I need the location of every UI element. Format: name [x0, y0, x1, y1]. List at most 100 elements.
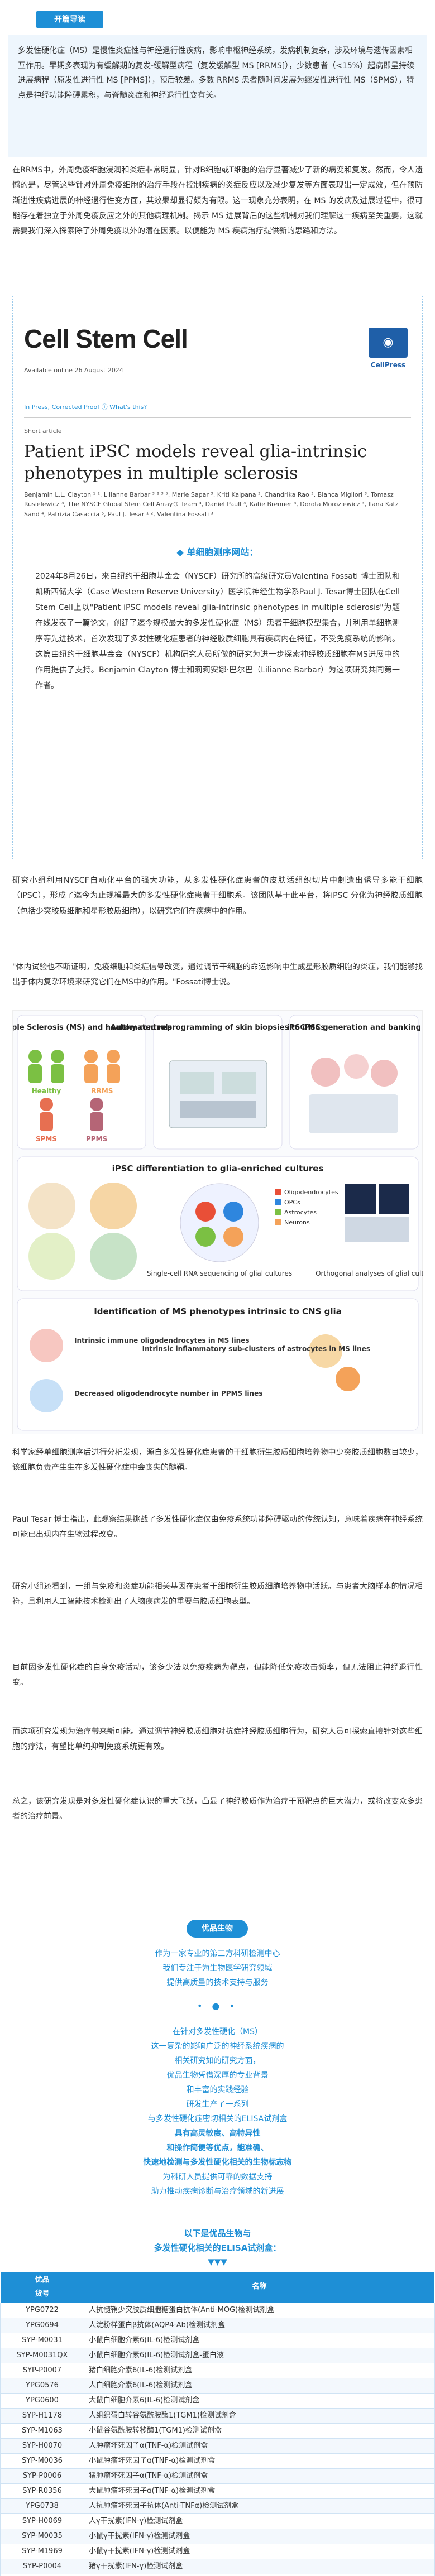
product-code: YPG0694 — [0, 2318, 84, 2333]
product-name: 大鼠肿瘤坏死因子α(TNF-α)检测试剂盒 — [84, 2483, 435, 2499]
product-name: 小鼠白细胞介素6(IL-6)检测试剂盒 — [84, 2333, 435, 2348]
sponsor-line: 这一复杂的影响广泛的神经系统疾病的 — [151, 2042, 284, 2051]
graphical-abstract: Multiple Sclerosis (MS) and healthy cont… — [12, 1010, 423, 1434]
scrna-caption: Single-cell RNA sequencing of glial cult… — [147, 1270, 292, 1277]
svg-text:OPCs: OPCs — [284, 1199, 300, 1206]
cell-legend: Oligodendrocytes OPCs Astrocytes Neurons — [275, 1189, 338, 1226]
product-code: SYP-P0004 — [0, 2559, 84, 2574]
ortho-caption: Orthogonal analyses of glial cultures — [316, 1270, 423, 1277]
sponsor-line: 优品生物凭借深厚的专业背景 — [166, 2071, 269, 2080]
in-press-link[interactable]: In Press, Corrected Proof ⓘ What's this? — [24, 403, 147, 411]
body-paragraph: 研究小组利用NYSCF自动化平台的强大功能，从多发性硬化症患者的皮肤活组织切片中… — [12, 876, 423, 916]
sponsor-line: 在针对多发性硬化（MS） — [173, 2027, 262, 2036]
svg-text:Astrocytes: Astrocytes — [284, 1209, 317, 1216]
intro-paragraph: 多发性硬化症（MS）是慢性炎症性与神经退行性疾病，影响中枢神经系统，发病机制复杂… — [18, 46, 415, 100]
body-paragraph: Paul Tesar 博士指出，此观察结果挑战了多发性硬化症仅由免疫系统功能障碍… — [12, 1515, 423, 1540]
dot-divider: • ● • — [197, 2001, 238, 2011]
ortho-images — [345, 1184, 409, 1242]
result-2: Decreased oligodendrocyte number in PPMS… — [74, 1390, 262, 1397]
article-type: Short article — [24, 427, 62, 435]
arrow-icons: ▼▼▼ — [208, 2257, 227, 2267]
panel-5-title: Identification of MS phenotypes intrinsi… — [94, 1306, 342, 1316]
product-code: YPG0722 — [0, 2303, 84, 2318]
body-paragraph: 总之，该研究发现是对多发性硬化症认识的重大飞跃，凸显了神经胶质作为治疗干预靶点的… — [12, 1797, 423, 1822]
product-name: 大鼠γ干扰素(IFN-γ)检测试剂盒 — [84, 2574, 435, 2576]
culture-dishes — [28, 1183, 137, 1280]
paper-header: Cell Stem Cell Available online 26 Augus… — [13, 296, 422, 397]
product-code: SYP-H0070 — [0, 2438, 84, 2454]
product-name: 猪白细胞介素6(IL-6)检测试剂盒 — [84, 2363, 435, 2378]
product-code: SYP-M0036 — [0, 2453, 84, 2469]
product-name: 人抗肿瘤坏死因子抗体(Anti-TNFα)检测试剂盒 — [84, 2498, 435, 2514]
available-date: Available online 26 August 2024 — [24, 367, 123, 374]
sponsor-line: 和操作简便等优点，能准确、 — [166, 2144, 269, 2152]
product-name: 人肿瘤坏死因子α(TNF-α)检测试剂盒 — [84, 2438, 435, 2454]
product-code: SYP-M0031QX — [0, 2348, 84, 2363]
product-name: 人γ干扰素(IFN-γ)检测试剂盒 — [84, 2513, 435, 2529]
sponsor-line: 具有高灵敏度、高特异性 — [174, 2129, 261, 2138]
product-name: 人组织蛋白转谷氨酰胺酶1(TGM1)检测试剂盒 — [84, 2408, 435, 2424]
sponsor-line: 为科研人员提供可靠的数据支持 — [162, 2173, 273, 2181]
panel-1-title: Multiple Sclerosis (MS) and healthy cont… — [13, 1023, 173, 1032]
product-code: SYP-H0069 — [0, 2513, 84, 2529]
body-paragraph: "体内试验也不断证明，免疫细胞和炎症信号改变，通过调节干细胞的命运影响中生成星形… — [12, 963, 423, 987]
svg-text:Neurons: Neurons — [284, 1219, 310, 1226]
panel-3-title: iPSC MS generation and banking — [287, 1023, 421, 1032]
product-name: 小鼠γ干扰素(IFN-γ)检测试剂盒 — [84, 2544, 435, 2559]
cellpress-name: CellPress — [370, 361, 406, 369]
robot-platform-icon — [169, 1060, 267, 1128]
sponsor-line: 与多发性硬化症密切相关的ELISA试剂盒 — [147, 2114, 288, 2123]
product-name: 人淀粉样蛋白β抗体(AQP4-Ab)检测试剂盒 — [84, 2318, 435, 2333]
product-name: 猪肿瘤坏死因子α(TNF-α)检测试剂盒 — [84, 2468, 435, 2484]
product-name: 人白细胞介素6(IL-6)检测试剂盒 — [84, 2378, 435, 2394]
body-paragraph: 研究小组还看到，一组与免疫和炎症功能相关基因在患者干细胞衍生胶质细胞培养物中活跃… — [12, 1582, 423, 1607]
panel-4-title: iPSC differentiation to glia-enriched cu… — [112, 1164, 324, 1174]
cellpress-icon: ◉ — [369, 328, 408, 358]
journal-title: Cell Stem Cell — [24, 324, 188, 353]
product-code: YPG0576 — [0, 2378, 84, 2394]
product-name: 猪γ干扰素(IFN-γ)检测试剂盒 — [84, 2559, 435, 2574]
panel-5 — [17, 1298, 419, 1431]
product-name: 小鼠谷氨酰胺转移酶1(TGM1)检测试剂盒 — [84, 2423, 435, 2439]
product-code: SYP-R0007 — [0, 2574, 84, 2576]
body-paragraph: 而这项研究发现为治疗带来新可能。通过调节神经胶质细胞对抗症神经胶质细胞行为，研究… — [12, 1727, 423, 1752]
author-list: Benjamin L.L. Clayton ¹ ², Lilianne Barb… — [24, 491, 399, 518]
sponsor-line: 和丰富的实践经验 — [186, 2085, 249, 2094]
product-code: SYP-M1063 — [0, 2423, 84, 2439]
result-1: Intrinsic immune oligodendrocytes in MS … — [74, 1337, 250, 1344]
product-name: 人抗髓鞘少突胶质细胞糖蛋白抗体(Anti-MOG)检测试剂盒 — [84, 2303, 435, 2318]
product-code: SYP-M0031 — [0, 2333, 84, 2348]
body-paragraph: 目前因多发性硬化症的自身免疫活动，该多少法以免疫疾病为靶点，但能降低免疫攻击频率… — [12, 1663, 423, 1688]
intro-paragraph-2: 在RRMS中，外周免疫细胞浸润和炎症非常明显，针对B细胞或T细胞的治疗显著减少了… — [12, 166, 423, 236]
col-name: 名称 — [84, 2271, 435, 2303]
table-heading-line: 以下是优品生物与 — [184, 2228, 251, 2238]
cluster-plot — [180, 1183, 259, 1262]
research-heading: ◆ 单细胞测序网站： — [176, 547, 259, 558]
sponsor-line: 我们专注于为生物医学研究领域 — [162, 1964, 273, 1973]
product-code: SYP-P0007 — [0, 2363, 84, 2378]
panel-2-title: Automated reprogramming of skin biopsies… — [111, 1023, 325, 1032]
sponsor-line: 相关研究如的研究方面， — [174, 2056, 261, 2065]
label-healthy: Healthy — [32, 1087, 61, 1095]
product-code: SYP-H1178 — [0, 2408, 84, 2424]
col-code: 优品 货号 — [0, 2271, 84, 2303]
label-ppms: PPMS — [86, 1135, 107, 1143]
sponsor-line: 助力推动疾病诊断与治疗领域的新进展 — [151, 2187, 284, 2196]
product-code: SYP-M0035 — [0, 2529, 84, 2544]
